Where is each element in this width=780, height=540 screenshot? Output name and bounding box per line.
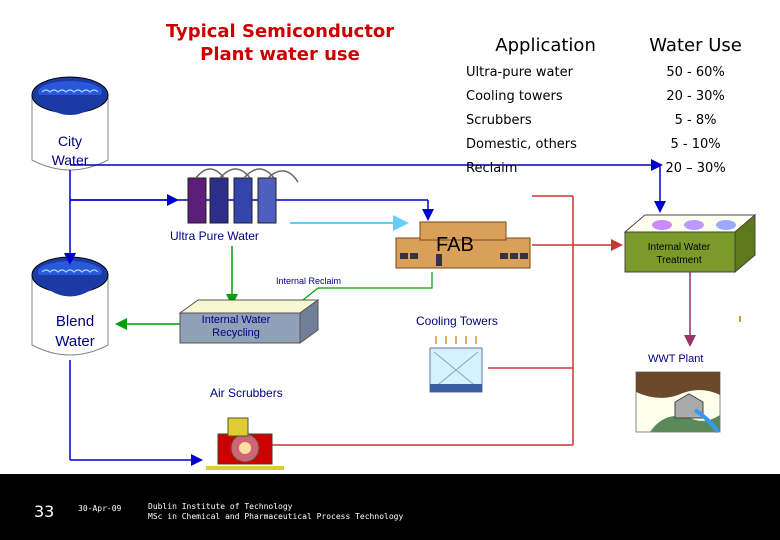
recycling-label-line-2: Recycling [212, 327, 260, 339]
water-use-table: Application Water Use Ultra-pure water 50… [460, 30, 760, 180]
water-use-cell: 5 - 10% [670, 136, 721, 152]
course-name: MSc in Chemical and Pharmaceutical Proce… [148, 512, 404, 521]
treatment-label-line-2: Treatment [656, 255, 702, 266]
fab-label: FAB [436, 234, 474, 256]
air-scrubber-machine [206, 417, 284, 470]
title-line-1: Typical Semiconductor [165, 21, 395, 42]
ultra-pure-water-label: Ultra Pure Water [170, 229, 259, 243]
internal-water-recycling-label: Internal Water Recycling [184, 314, 288, 340]
application-cell: Scrubbers [466, 112, 532, 128]
blend-water-label-line-2: Water [55, 333, 95, 350]
table-row: Reclaim 20 – 30% [460, 156, 760, 180]
water-use-cell: 20 – 30% [665, 160, 726, 176]
application-cell: Cooling towers [466, 88, 563, 104]
table-row: Ultra-pure water 50 - 60% [460, 60, 760, 84]
slide-date: 30-Apr-09 [78, 504, 122, 513]
ultra-pure-water-filters [187, 168, 299, 224]
air-scrubbers-label: Air Scrubbers [210, 386, 283, 400]
wwt-plant-scene [635, 371, 721, 434]
treatment-label-line-1: Internal Water [647, 242, 711, 253]
slide-number: 33 [34, 502, 55, 521]
blend-water-label: Blend Water [40, 312, 110, 352]
application-cell: Domestic, others [466, 136, 577, 152]
table-row: Scrubbers 5 - 8% [460, 108, 760, 132]
city-water-label-line-2: Water [51, 152, 89, 168]
water-use-cell: 20 - 30% [666, 88, 725, 104]
internal-reclaim-label: Internal Reclaim [276, 276, 342, 286]
diagram-title: Typical Semiconductor Plant water use [140, 20, 420, 66]
water-use-cell: 5 - 8% [674, 112, 717, 128]
cooling-tower [429, 336, 483, 393]
application-cell: Ultra-pure water [466, 64, 573, 80]
table-header-row: Application Water Use [460, 30, 760, 60]
blend-water-label-line-1: Blend [55, 313, 95, 330]
header-application: Application [495, 34, 596, 56]
city-water-label-line-1: City [57, 133, 83, 149]
water-use-cell: 50 - 60% [666, 64, 725, 80]
title-line-2: Plant water use [200, 44, 360, 65]
header-water-use: Water Use [649, 34, 742, 56]
city-water-tank [31, 76, 109, 171]
wwt-plant-label: WWT Plant [648, 353, 704, 365]
fab-building [395, 221, 531, 269]
recycling-label-line-1: Internal Water [201, 314, 271, 326]
cooling-towers-label: Cooling Towers [416, 314, 498, 328]
table-row: Domestic, others 5 - 10% [460, 132, 760, 156]
city-water-label: City Water [44, 132, 96, 170]
institution-name: Dublin Institute of Technology [148, 502, 293, 511]
table-row: Cooling towers 20 - 30% [460, 84, 760, 108]
internal-water-treatment-label: Internal Water Treatment [632, 241, 726, 267]
application-cell: Reclaim [466, 160, 518, 176]
internal-water-recycling-unit [178, 299, 320, 344]
slide-footer: 33 30-Apr-09 Dublin Institute of Technol… [0, 474, 780, 540]
internal-water-treatment-unit [623, 213, 757, 274]
blend-water-tank [31, 256, 109, 356]
